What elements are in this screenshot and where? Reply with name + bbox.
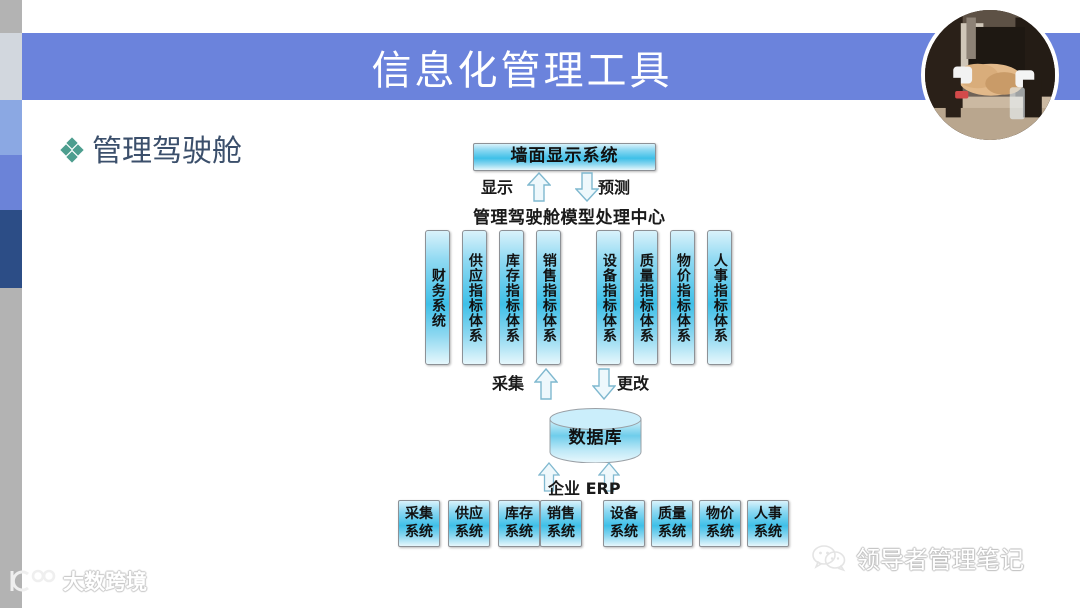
change-label: 更改 [617, 374, 650, 393]
column-box-price: 物价指标体系 [670, 230, 695, 365]
column-box-inventory: 库存指标体系 [499, 230, 524, 365]
sidebar-band-light-blue [0, 100, 22, 155]
system-box-inventory: 库存系统 [498, 500, 540, 547]
system-box-hr-line1: 人事系统 [754, 506, 782, 540]
sidebar-decoration [0, 0, 22, 608]
watermark-right-text: 领导者管理笔记 [856, 546, 1024, 574]
handshake-photo [921, 6, 1059, 144]
system-box-equipment-line1: 设备系统 [610, 506, 638, 540]
arrow-up-label: 显示 [481, 178, 514, 197]
database-label: 数据库 [568, 428, 623, 448]
column-box-finance: 财务系统 [425, 230, 450, 365]
watermark-left-text: 大数跨境 [63, 570, 147, 594]
wechat-icon [812, 544, 846, 572]
collect-label: 采集 [492, 374, 525, 393]
bullet-row: 管理驾驶舱 [60, 126, 242, 170]
system-box-supply-line1: 供应系统 [455, 506, 483, 540]
diamond-cluster-icon [60, 137, 84, 163]
arrow-down-label: 预测 [598, 178, 631, 197]
system-box-hr: 人事系统 [747, 500, 789, 547]
title-bar: 信息化管理工具 [22, 33, 1080, 100]
column-box-hr: 人事指标体系 [707, 230, 732, 365]
system-box-quality: 质量系统 [651, 500, 693, 547]
column-box-equipment: 设备指标体系 [596, 230, 621, 365]
center-title: 管理驾驶舱模型处理中心 [473, 208, 666, 228]
database-cylinder: 数据库 [548, 408, 643, 463]
bullet-label: 管理驾驶舱 [92, 134, 242, 169]
column-box-quality: 质量指标体系 [633, 230, 658, 365]
system-box-price-line1: 物价系统 [706, 506, 734, 540]
system-box-inventory-line1: 库存系统 [505, 506, 533, 540]
system-box-equipment: 设备系统 [603, 500, 645, 547]
system-box-supply: 供应系统 [448, 500, 490, 547]
arrow-up-collect-icon [534, 368, 558, 400]
arrow-up-erp-right-icon [598, 462, 620, 492]
system-box-sales-line1: 销售系统 [547, 506, 575, 540]
arrow-up-erp-left-icon [538, 462, 560, 492]
sidebar-band-mid-blue [0, 155, 22, 210]
watermark-left: 大数跨境 [8, 566, 147, 596]
arrow-down-change-icon [592, 368, 616, 400]
cockpit-architecture-diagram: 墙面显示系统 显示 预测 管理驾驶舱模型处理中心 财务系统 供应指标体系 库存指… [370, 130, 820, 570]
system-box-collect: 采集系统 [398, 500, 440, 547]
system-box-price: 物价系统 [699, 500, 741, 547]
sidebar-band-light-gray [0, 33, 22, 100]
column-box-sales: 销售指标体系 [536, 230, 561, 365]
system-box-quality-line1: 质量系统 [658, 506, 686, 540]
dashujingjing-logo-icon [8, 568, 56, 594]
system-box-collect-line1: 采集系统 [405, 506, 433, 540]
column-box-supply: 供应指标体系 [462, 230, 487, 365]
page-title: 信息化管理工具 [371, 47, 673, 94]
arrow-up-display-icon [527, 172, 551, 202]
watermark-right: 领导者管理笔记 [812, 540, 1024, 575]
erp-label: 企业 ERP [548, 479, 621, 498]
arrow-down-forecast-icon [575, 172, 599, 202]
wall-display-box: 墙面显示系统 [473, 143, 656, 171]
sidebar-band-dark-blue [0, 210, 22, 288]
system-box-sales: 销售系统 [540, 500, 582, 547]
